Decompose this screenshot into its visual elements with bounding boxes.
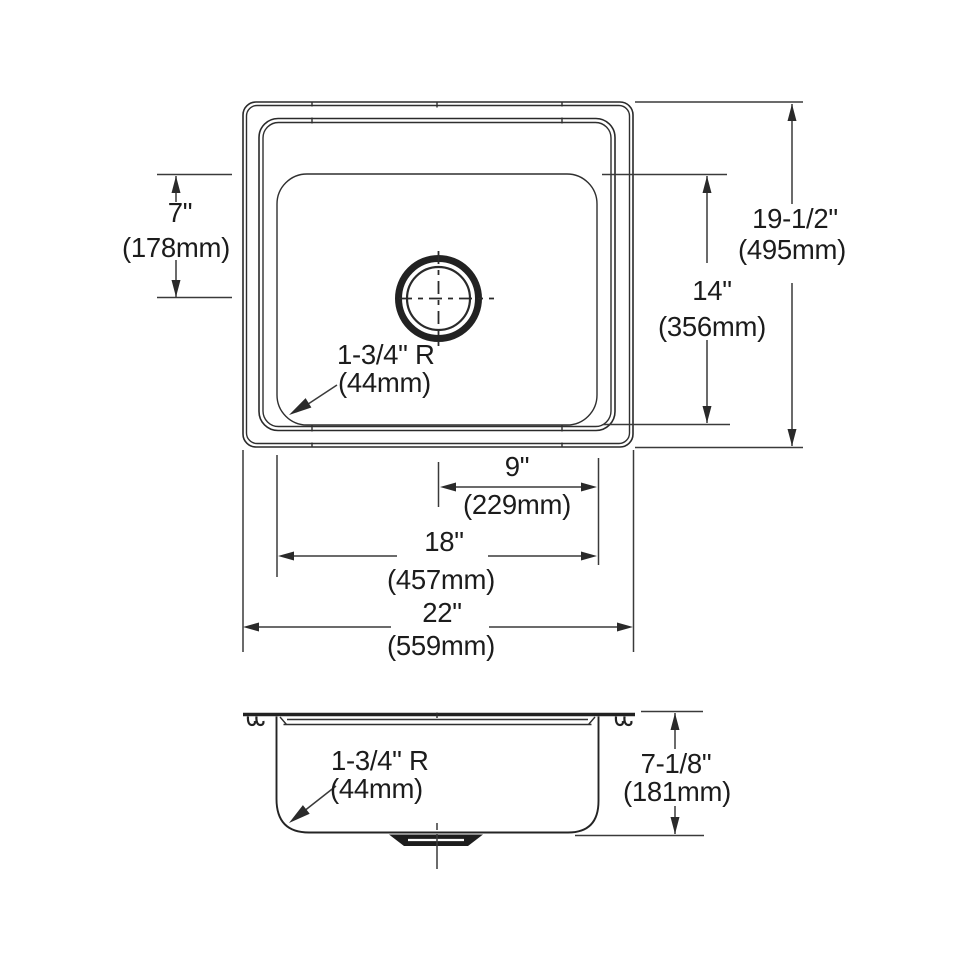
section-view	[243, 712, 635, 869]
dim-overall-width: 22" (559mm)	[242, 450, 635, 661]
radius-label-mm: (44mm)	[330, 773, 423, 804]
radius-label-inches: 1-3/4" R	[337, 339, 435, 370]
dim-label-inches: 7-1/8"	[641, 748, 712, 779]
dim-label-inches: 19-1/2"	[752, 203, 838, 234]
top-view	[242, 101, 634, 448]
arrowheads	[440, 482, 597, 492]
dim-label-inches: 22"	[422, 597, 461, 628]
dim-label-inches: 9"	[505, 451, 529, 482]
dim-depth: 7-1/8" (181mm)	[575, 710, 731, 837]
dim-label-mm: (495mm)	[738, 234, 846, 265]
dim-label-mm: (229mm)	[463, 489, 571, 520]
bowl-profile	[275, 716, 600, 834]
extension-lines	[157, 173, 232, 299]
mounting-clip-left	[246, 716, 265, 727]
rim-seam-ticks	[311, 101, 563, 448]
dim-bowl-width: 18" (457mm)	[276, 455, 597, 595]
rim-inner-edge	[245, 104, 631, 445]
bowl-bottom-edge	[276, 173, 598, 426]
dim-label-mm: (356mm)	[658, 311, 766, 342]
dim-label-mm: (178mm)	[122, 232, 230, 263]
dim-label-inches: 7"	[168, 197, 192, 228]
bowl-top-inner-edge	[262, 121, 612, 428]
mounting-clip-right	[614, 716, 633, 727]
dim-bowl-front-to-back: 14" (356mm)	[602, 173, 766, 426]
bowl-top-outer-edge	[258, 117, 616, 432]
dim-label-inches: 18"	[424, 526, 463, 557]
dim-label-mm: (457mm)	[387, 564, 495, 595]
extension-lines	[575, 710, 704, 837]
extension-lines	[635, 101, 803, 449]
radius-callout-top-view: 1-3/4" R (44mm)	[289, 339, 435, 415]
radius-callout-section-view: 1-3/4" R (44mm)	[289, 745, 429, 823]
rim-outer-edge	[242, 101, 634, 448]
dim-drain-from-top: 7" (178mm)	[122, 173, 232, 299]
dim-label-mm: (181mm)	[623, 776, 731, 807]
radius-arrowhead	[289, 398, 312, 415]
radius-arrowhead	[289, 805, 310, 823]
rim-ledge-lines	[279, 712, 596, 726]
radius-label-inches: 1-3/4" R	[331, 745, 429, 776]
dim-label-mm: (559mm)	[387, 630, 495, 661]
extension-lines	[242, 450, 635, 652]
dim-drain-to-bowl-edge: 9" (229mm)	[437, 451, 600, 565]
dim-label-inches: 14"	[692, 275, 731, 306]
extension-lines	[437, 458, 600, 565]
extension-lines	[602, 173, 730, 426]
radius-label-mm: (44mm)	[338, 367, 431, 398]
dim-overall-front-to-back: 19-1/2" (495mm)	[635, 101, 846, 449]
